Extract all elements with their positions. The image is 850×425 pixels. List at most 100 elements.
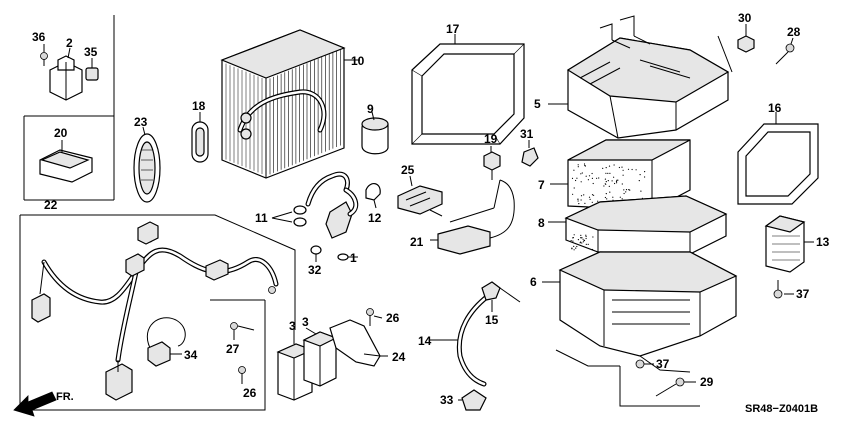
callout-18: 18 xyxy=(192,99,206,113)
foam-dot xyxy=(584,164,586,167)
foam-dot xyxy=(623,192,625,195)
foam-dot xyxy=(605,172,607,174)
part-15-clamp xyxy=(481,281,521,312)
foam-dot xyxy=(581,242,583,244)
foam-dot xyxy=(631,168,633,171)
foam-dot xyxy=(582,238,584,240)
foam-dot xyxy=(583,239,586,241)
foam-dot xyxy=(580,195,583,197)
foam-dot xyxy=(604,183,606,185)
part-14-drain-hose xyxy=(430,293,491,387)
foam-dot xyxy=(614,182,616,185)
part-26-screw-a xyxy=(366,308,383,326)
foam-dot xyxy=(605,181,607,183)
foam-dot xyxy=(607,172,609,174)
direction-label: FR. xyxy=(56,391,74,403)
foam-dot xyxy=(571,248,573,250)
part-30-nut xyxy=(717,24,755,73)
foam-dot xyxy=(627,168,630,170)
foam-dot xyxy=(580,199,582,201)
callout-16: 16 xyxy=(768,101,782,115)
foam-dot xyxy=(613,164,615,166)
callout-37a: 37 xyxy=(796,287,810,301)
part-32-oring xyxy=(310,245,322,262)
part-25-connector xyxy=(397,175,443,217)
diagram-code: SR48−Z0401B xyxy=(745,403,818,415)
part-10-evaporator-core xyxy=(220,29,360,179)
foam-dot xyxy=(609,191,611,193)
callout-35: 35 xyxy=(84,45,98,59)
foam-dot xyxy=(621,183,623,185)
callout-1: 1 xyxy=(350,251,357,265)
foam-dot xyxy=(605,193,607,195)
foam-dot xyxy=(628,189,630,191)
callout-33: 33 xyxy=(440,393,454,407)
foam-dot xyxy=(580,237,582,239)
foam-dot xyxy=(602,167,604,169)
foam-dot xyxy=(619,196,621,198)
foam-dot xyxy=(577,198,579,200)
callout-34: 34 xyxy=(184,348,198,362)
foam-dot xyxy=(572,237,574,239)
foam-dot xyxy=(581,172,583,174)
foam-dot xyxy=(635,169,637,171)
callout-12: 12 xyxy=(368,211,382,225)
callout-26b: 26 xyxy=(243,386,257,400)
foam-dot xyxy=(615,181,618,183)
foam-dot xyxy=(570,240,572,242)
foam-dot xyxy=(585,234,587,236)
part-3-relay-b xyxy=(302,327,338,387)
foam-dot xyxy=(579,242,581,244)
foam-dot xyxy=(612,196,614,198)
foam-dot xyxy=(588,196,591,198)
part-33-clamp xyxy=(458,389,487,411)
foam-dot xyxy=(598,177,600,179)
foam-dot xyxy=(644,171,646,173)
callout-26a: 26 xyxy=(386,311,400,325)
callout-23: 23 xyxy=(134,115,148,129)
expansion-valve-lines xyxy=(305,171,359,239)
foam-dot xyxy=(604,196,607,199)
part-9-sleeve xyxy=(361,111,389,155)
foam-dot xyxy=(571,177,574,179)
foam-dot xyxy=(592,182,594,185)
callout-27: 27 xyxy=(226,342,240,356)
foam-dot xyxy=(576,177,578,179)
foam-dot xyxy=(607,180,609,182)
callout-24: 24 xyxy=(392,350,406,364)
part-11-oring xyxy=(271,205,307,227)
foam-dot xyxy=(596,177,598,179)
foam-dot xyxy=(603,185,605,187)
callout-36: 36 xyxy=(32,30,46,44)
foam-dot xyxy=(623,189,625,191)
callout-7: 7 xyxy=(538,178,545,192)
foam-dot xyxy=(604,178,607,180)
part-24-relay-bracket xyxy=(329,319,388,367)
foam-dot xyxy=(578,203,580,205)
callout-13: 13 xyxy=(816,235,830,249)
foam-dot xyxy=(593,194,595,196)
foam-dot xyxy=(577,200,579,202)
part-35-clip xyxy=(85,58,99,81)
foam-dot xyxy=(577,166,579,168)
callout-22: 22 xyxy=(44,198,58,212)
callout-19: 19 xyxy=(484,132,498,146)
foam-dot xyxy=(606,198,608,200)
foam-dot xyxy=(580,181,582,183)
foam-dot xyxy=(639,174,641,176)
foam-dot xyxy=(613,176,615,178)
callout-37b: 37 xyxy=(656,357,670,371)
part-29-screw xyxy=(619,366,700,407)
part-28-screw xyxy=(775,37,795,65)
foam-dot xyxy=(573,234,575,236)
foam-dot xyxy=(605,167,607,169)
foam-dot xyxy=(591,248,594,251)
callout-10: 10 xyxy=(351,54,365,68)
foam-dot xyxy=(583,194,585,196)
callout-14: 14 xyxy=(418,334,432,348)
foam-dot xyxy=(575,179,577,182)
callout-29: 29 xyxy=(700,375,714,389)
foam-dot xyxy=(644,176,646,178)
foam-dot xyxy=(575,247,577,249)
